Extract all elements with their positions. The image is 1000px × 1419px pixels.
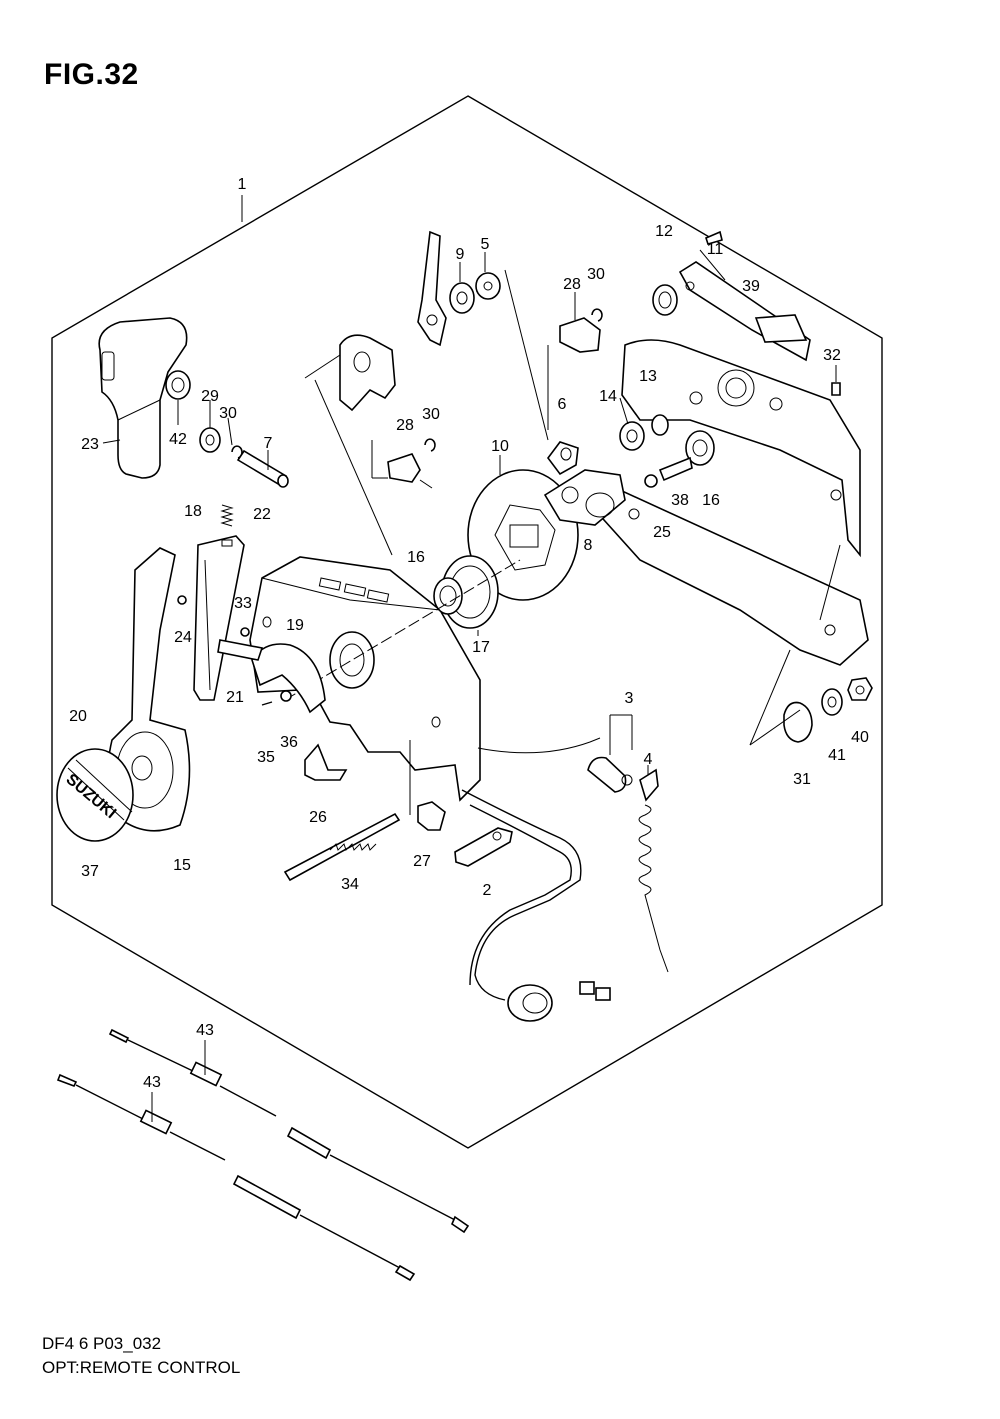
callout-label: 39 [742,278,760,295]
cam-part [543,469,626,526]
callout-label: 18 [184,503,202,520]
lever-cover-part [56,748,134,842]
assembly-boundary [51,95,883,1149]
callout-label: 35 [257,749,275,766]
link-part [417,230,447,347]
callout-label: 21 [226,689,244,706]
stop-switch-part [587,756,633,793]
figure-code: DF4 6 P03_032 [42,1334,162,1353]
clip-part [424,438,436,452]
figure-caption: OPT:REMOTE CONTROL [42,1358,241,1377]
callout-label: 14 [599,388,617,405]
callout-label: 6 [558,396,567,413]
washer-part [199,427,221,453]
callout-label: 11 [707,241,724,258]
nut-part [847,677,873,701]
screw-part [705,230,723,245]
callout-label: 12 [655,223,673,240]
damper-part [783,701,813,743]
callout-label: 8 [584,537,593,554]
connector-part [507,981,611,1022]
callout-label: 30 [587,266,605,283]
callout-label: 27 [413,853,431,870]
callout-label: 26 [309,809,327,826]
callout-label: 37 [81,863,99,880]
callout-label: 36 [280,734,298,751]
washer-part [652,284,678,316]
block-part [417,801,446,831]
cam-plate-part [251,643,326,714]
link-plate-part [217,639,264,661]
callout-label: 32 [823,347,841,364]
gear-part [619,421,645,451]
callout-label: 9 [456,246,465,263]
screw-part [658,456,693,482]
washer-part [644,474,658,488]
side-plate-part [593,339,869,666]
clip-part [591,308,603,322]
lanyard-coil [638,804,669,973]
callout-label: 16 [702,492,720,509]
screw-part [177,595,292,706]
figure-title: FIG.32 [44,58,139,91]
pin-part [236,449,289,488]
callout-label: 41 [828,747,846,764]
wire-harness [461,789,582,1001]
callout-label: 15 [173,857,191,874]
long-bolt-part [283,812,401,882]
callout-label: 30 [219,405,237,422]
callout-label: 40 [851,729,869,746]
callout-labels: 1 9 5 28 30 12 11 39 32 13 14 6 10 28 30… [69,176,869,1091]
callout-label: 31 [793,771,811,788]
washer-part [651,414,669,436]
callout-label: 13 [639,368,657,385]
callout-label: 24 [174,629,192,646]
lever-part [193,535,245,701]
plate-part [678,261,811,362]
callout-label: 22 [253,506,271,523]
control-cable-part [108,1028,470,1234]
callout-label: 2 [483,882,492,899]
bushing-part [433,577,463,615]
spring-part [220,504,234,527]
bracket-part [304,743,348,781]
callout-label: 17 [472,639,490,656]
callout-label: 19 [286,617,304,634]
callout-label: 38 [671,492,689,509]
washer-part [821,688,843,716]
plate-part [454,827,513,867]
callout-label: 16 [407,549,425,566]
callout-label: 30 [422,406,440,423]
screw-part [831,382,841,396]
callout-label: 7 [264,435,273,452]
callout-label: 28 [563,276,581,293]
callout-label: 20 [69,708,87,725]
bracket-part [339,334,396,412]
washer-part [475,272,501,300]
callout-label: 23 [81,436,99,453]
washer-part [449,282,475,314]
callout-label: 33 [234,595,252,612]
handle-grip-part [98,317,188,479]
callout-label: 43 [143,1074,161,1091]
callout-label: 5 [481,236,490,253]
callout-label: 28 [396,417,414,434]
callout-label: 10 [491,438,509,455]
callout-label: 3 [625,690,634,707]
shaft-part [547,441,579,476]
washer-part [165,370,191,400]
control-cable-part [56,1073,416,1282]
callout-label: 43 [196,1022,214,1039]
callout-label: 29 [201,388,219,405]
callout-label: 1 [238,176,247,193]
callout-label: 34 [341,876,359,893]
callout-label: 42 [169,431,187,448]
callout-label: 4 [644,751,653,768]
bushing-part [685,430,715,466]
block-part [559,317,601,353]
callout-label: 25 [653,524,671,541]
block-part [387,453,421,483]
key-part [639,768,659,802]
